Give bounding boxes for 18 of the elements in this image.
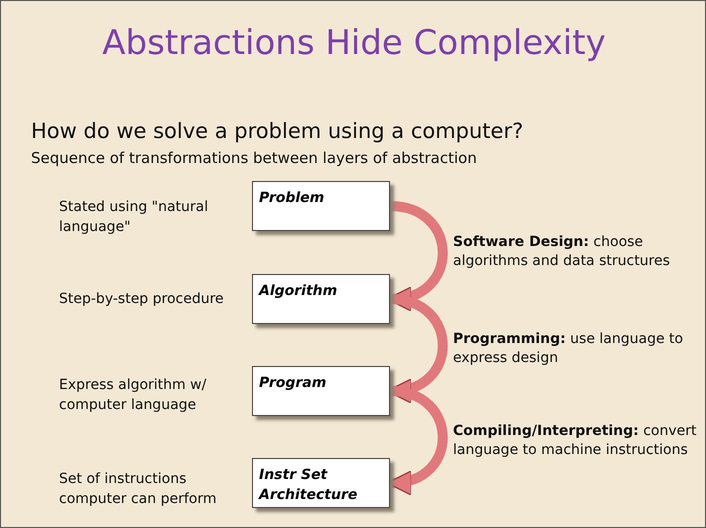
box-label: Instr Set Architecture xyxy=(259,466,358,505)
box-label: Problem xyxy=(259,189,326,208)
subheading: Sequence of transformations between layers of abstraction xyxy=(31,149,477,167)
box-label: Program xyxy=(259,374,328,393)
side-note: Step-by-step procedure xyxy=(59,290,225,309)
title: Abstractions Hide Complexity xyxy=(101,23,607,63)
edge-label: Software Design: choose algorithms and data structures xyxy=(453,233,671,271)
layer-box xyxy=(252,458,390,508)
edge-label: Compiling/Interpreting: convert language to machine instructions xyxy=(453,422,698,460)
subtitle: How do we solve a problem using a computer? xyxy=(31,119,524,143)
layer-box xyxy=(252,366,390,416)
edge-label: Programming: use language to express design xyxy=(453,330,684,368)
layer-box xyxy=(252,274,390,324)
box-label: Algorithm xyxy=(259,282,338,301)
side-note: Set of instructions computer can perform xyxy=(59,470,218,509)
side-note: Express algorithm w/ computer language xyxy=(59,376,208,415)
side-note: Stated using "natural language" xyxy=(59,198,210,237)
layer-box xyxy=(252,181,390,231)
